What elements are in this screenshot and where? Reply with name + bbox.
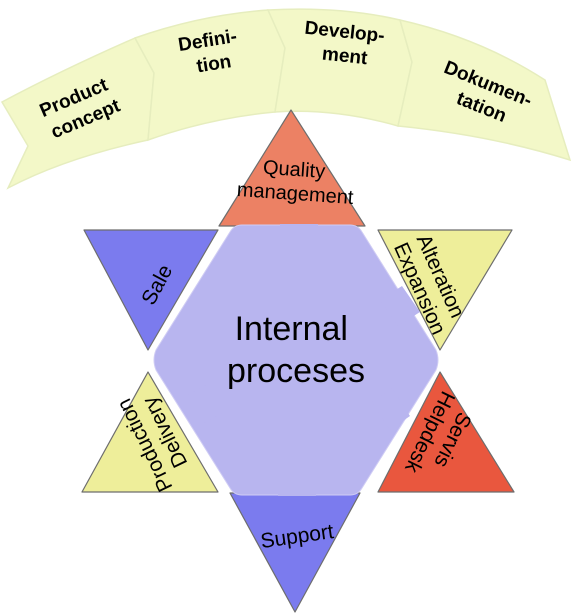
phase-arc: Product concept Defini- tion Develop- me… [0, 8, 572, 190]
stub-upper-right [380, 286, 420, 326]
stub-lower-right [372, 388, 410, 430]
stub-top [280, 224, 318, 265]
stub-upper-left [178, 288, 222, 332]
sector-servis-helpdesk[interactable] [377, 371, 515, 493]
stub-lower-left [186, 384, 224, 424]
center-hub: Internal proceses [153, 224, 439, 496]
phase-chevron-documentation[interactable] [397, 18, 572, 162]
sector-support[interactable] [229, 492, 361, 613]
star-points [81, 109, 515, 613]
sector-sale[interactable] [83, 229, 219, 351]
center-hexagon[interactable] [153, 224, 439, 496]
center-title: Internal proceses [227, 310, 365, 390]
stub-bottom [278, 458, 316, 496]
sector-production-delivery[interactable] [81, 371, 219, 493]
sector-alteration-expansion[interactable] [377, 229, 513, 351]
phase-label-development: Develop- ment [301, 18, 391, 72]
